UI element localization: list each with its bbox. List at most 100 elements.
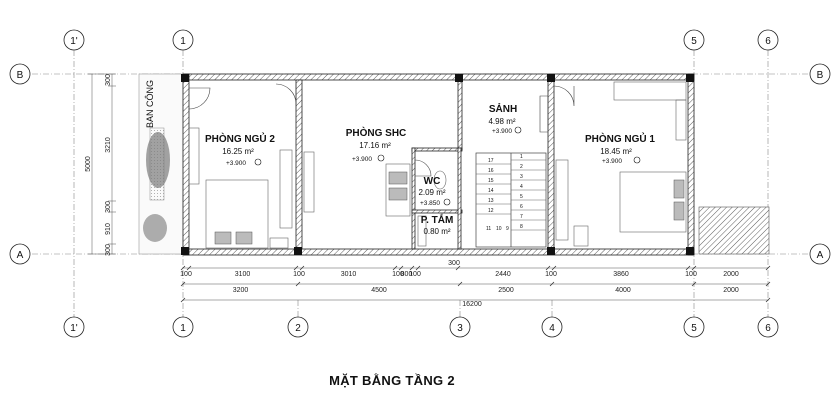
dimension-tick <box>415 265 421 271</box>
dimension-label: 800 <box>401 271 413 278</box>
dimension-label: 300 <box>105 201 112 213</box>
dimension-tick <box>457 281 463 287</box>
stair-number: 1 <box>520 154 523 160</box>
level-marker-icon <box>443 198 451 206</box>
door-swing-icon <box>539 95 549 133</box>
level-marker-icon <box>633 156 641 164</box>
dimension-label: 3100 <box>235 271 251 278</box>
dimension-label: 100 <box>293 271 305 278</box>
dimension-label: 300 <box>448 260 460 267</box>
room-name-lobby: SẢNH <box>489 102 517 115</box>
dimension-label: 100 <box>409 271 421 278</box>
grid-label: A <box>817 250 824 261</box>
grid-label: 3 <box>457 323 463 334</box>
dimension-tick <box>551 265 557 271</box>
dimension-label: 16200 <box>462 301 482 308</box>
room-level-shc: +3.900 <box>352 156 372 163</box>
walls <box>181 73 695 256</box>
room-area-lobby: 4.98 m² <box>488 117 515 126</box>
dimension-tick <box>180 297 186 303</box>
wardrobe-icon <box>613 81 687 101</box>
dimension-label: 2000 <box>723 287 739 294</box>
room-level-lobby: +3.900 <box>492 128 512 135</box>
dimension-tick <box>409 265 415 271</box>
plant-icon <box>146 132 170 188</box>
stair-number: 5 <box>520 194 523 200</box>
room-name-shc: PHÒNG SHC <box>346 126 407 139</box>
pillow-icon <box>673 201 685 221</box>
dimension-label: 2000 <box>723 271 739 278</box>
stair-number: 10 <box>496 226 502 232</box>
dimension-label: 100 <box>685 271 697 278</box>
dimension-tick <box>299 265 305 271</box>
room-area-shc: 17.16 m² <box>359 141 391 150</box>
stair-number: 13 <box>488 198 494 204</box>
grid-label: 1' <box>70 36 78 47</box>
dimension-tick <box>180 265 186 271</box>
grid-label: 6 <box>765 323 771 334</box>
stair-number: 17 <box>488 158 494 164</box>
furniture <box>188 81 687 249</box>
room-area-bath: 0.80 m² <box>423 227 450 236</box>
dimension-tick <box>765 265 771 271</box>
grid-label: B <box>817 70 824 81</box>
dimension-label: 4500 <box>371 287 387 294</box>
nightstand-icon <box>573 225 589 247</box>
grid-label: 5 <box>691 36 697 47</box>
stair-number: 16 <box>488 168 494 174</box>
dimension-label: 100 <box>392 271 404 278</box>
grid-bubbles-bottom: 1' 1 2 3 4 5 6 <box>63 316 779 338</box>
stair-number: 12 <box>488 208 494 214</box>
dimension-label: 300 <box>105 74 112 86</box>
stair-number: 3 <box>520 174 523 180</box>
grid-label: 1 <box>180 323 186 334</box>
room-level-wc: +3.850 <box>420 200 440 207</box>
dimension-tick <box>293 265 299 271</box>
grid-label: 2 <box>295 323 301 334</box>
dimension-tick <box>545 265 551 271</box>
grid-label: A <box>17 250 24 261</box>
dimension-tick <box>295 281 301 287</box>
room-name-bedroom1: PHÒNG NGỦ 1 <box>585 132 655 145</box>
dimension-label: 2440 <box>495 271 511 278</box>
stair-number: 6 <box>520 204 523 210</box>
stair-number: 8 <box>520 224 523 230</box>
grid-label: 6 <box>765 36 771 47</box>
doors <box>188 83 575 177</box>
level-marker-icon <box>514 126 522 134</box>
grid-bubbles-side: B A B A <box>9 63 831 265</box>
room-area-wc: 2.09 m² <box>418 188 445 197</box>
grid-label: B <box>17 70 24 81</box>
dimension-label: 910 <box>105 223 112 235</box>
grid-label: 1 <box>180 36 186 47</box>
cushion-icon <box>388 171 408 185</box>
drawing-title: MẶT BẰNG TẦNG 2 <box>329 373 455 388</box>
pillow-icon <box>214 231 232 245</box>
dimension-tick <box>186 265 192 271</box>
cushion-icon <box>388 187 408 201</box>
terrace-hatch <box>698 206 770 255</box>
dimension-tick <box>765 281 771 287</box>
room-name-wc: WC <box>424 176 441 187</box>
bed-icon <box>205 179 269 249</box>
toilet-icon <box>433 170 447 190</box>
level-markers <box>254 126 641 206</box>
cabinet-icon <box>555 159 569 241</box>
door-swing-icon <box>188 87 211 110</box>
dimension-label: 100 <box>180 271 192 278</box>
shower-icon <box>417 215 427 247</box>
pillow-icon <box>235 231 253 245</box>
plant-icon <box>143 214 167 242</box>
room-area-bedroom1: 18.45 m² <box>600 147 632 156</box>
dimension-label: 5000 <box>85 156 92 172</box>
room-name-bath: P. TẮM <box>421 213 454 226</box>
desk-icon <box>675 99 687 141</box>
stair-number: 14 <box>488 188 494 194</box>
stair-number: 7 <box>520 214 523 220</box>
dimension-label: 2500 <box>498 287 514 294</box>
stair-number: 4 <box>520 184 523 190</box>
dimension-tick <box>455 265 461 271</box>
tv-cabinet-icon <box>303 151 315 213</box>
